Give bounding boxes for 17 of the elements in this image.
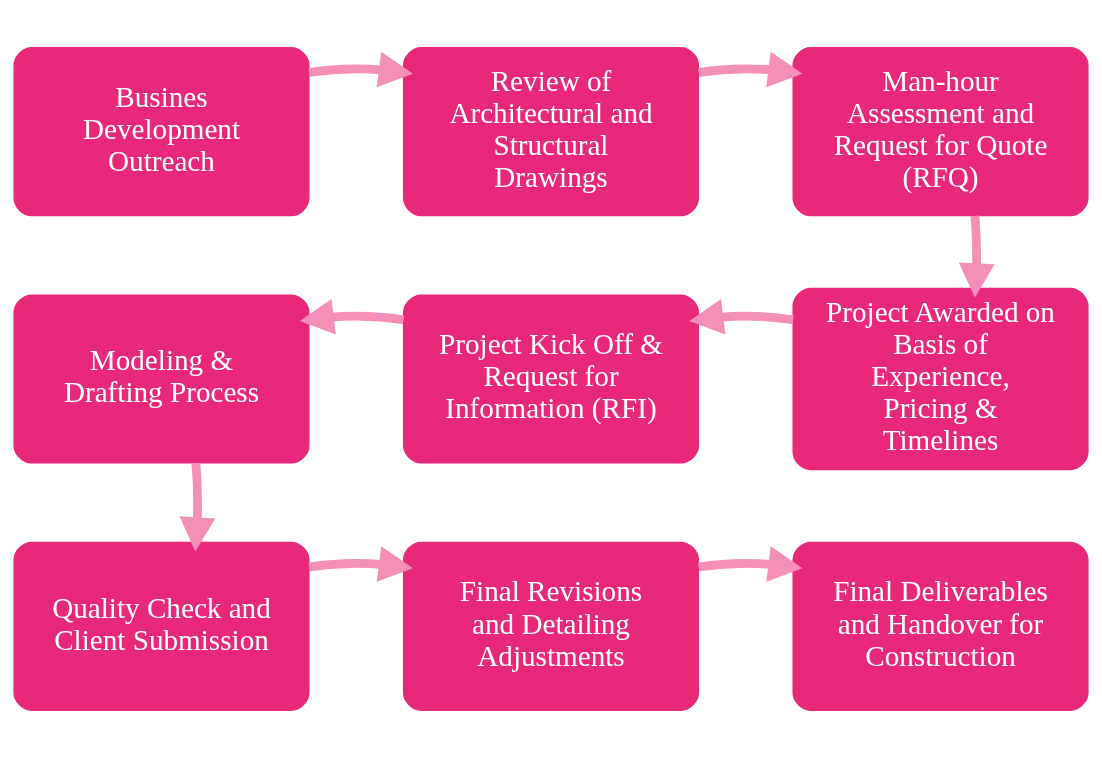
node-box: Busines Development Outreach [13,47,310,217]
node-box: Final Revisions and Detailing Adjustments [402,541,700,711]
arrow [179,462,216,552]
node-box: Final Deliverables and Handover for Construction [792,541,1089,711]
arrow [308,51,413,88]
arrow [697,546,803,582]
arrow [299,298,405,335]
node-box: Quality Check and Client Submission [13,541,310,711]
node-box: Project Awarded on Basis of Experience, Pricing & Timelines [792,287,1089,471]
arrow [697,51,803,88]
node-box: Project Kick Off & Request for Information (RFI) [402,294,700,464]
arrow [308,546,413,582]
node-box: Man-hour Assessment and Request for Quote (RFQ) [792,47,1089,217]
node-box: Review of Architectural and Structural Drawings [402,47,700,217]
arrow [958,215,995,298]
arrow [689,298,794,335]
node-box: Modeling & Drafting Process [13,294,310,464]
